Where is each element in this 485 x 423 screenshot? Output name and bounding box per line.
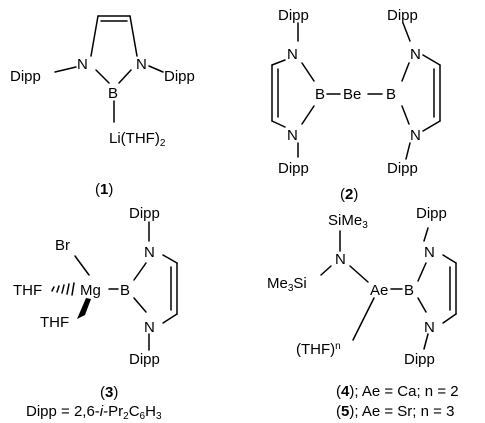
compound-2: Dipp Dipp N N N N B B Be Dipp Dipp (2) — [271, 7, 441, 203]
compound-label-2: (2) — [340, 186, 358, 203]
bond — [401, 62, 410, 82]
bond — [54, 66, 77, 73]
bond — [95, 69, 110, 84]
dipp-bottom-left: Dipp — [278, 160, 309, 177]
atom-n-bottom-left: N — [287, 127, 298, 144]
thf-ligand: (THF)n — [296, 341, 341, 358]
bond — [133, 262, 147, 281]
bond — [118, 69, 132, 84]
bond — [401, 105, 410, 125]
atom-n-top: N — [424, 244, 435, 261]
atom-n-top: N — [144, 244, 155, 261]
bond — [56, 285, 60, 293]
bond — [402, 22, 411, 42]
bond — [352, 297, 375, 341]
trimethylsilyl-left: Me3Si — [267, 275, 307, 294]
thf-ligand-upper: THF — [13, 282, 42, 299]
bond — [405, 142, 411, 160]
compound-label-3: (3) — [100, 384, 118, 401]
dipp-definition: Dipp = 2,6-i-Pr2C6H3 — [26, 403, 162, 422]
bond — [320, 265, 332, 276]
bond — [133, 297, 147, 313]
bond — [162, 254, 178, 264]
bond — [417, 297, 427, 313]
dipp-top-left: Dipp — [278, 7, 309, 24]
bond — [71, 282, 75, 296]
bond — [148, 65, 164, 73]
bond — [271, 120, 286, 128]
bond — [162, 313, 178, 324]
dipp-bottom: Dipp — [129, 351, 160, 368]
atom-ae: Ae — [370, 282, 388, 299]
atom-boron: B — [120, 282, 130, 299]
atom-b-right: B — [386, 86, 396, 103]
compound-label-4: (4); Ae = Ca; n = 2 — [336, 383, 459, 400]
bond — [74, 255, 90, 276]
atom-b-left: B — [315, 86, 325, 103]
dipp-right: Dipp — [164, 68, 195, 85]
bond — [423, 333, 429, 350]
dipp-bottom: Dipp — [404, 351, 435, 368]
thf-ligand-lower: THF — [40, 314, 69, 331]
bond — [301, 62, 315, 82]
atom-n-amide: N — [335, 251, 346, 268]
bond — [442, 313, 457, 324]
atom-n-bottom-right: N — [410, 127, 421, 144]
atom-n-bottom: N — [424, 319, 435, 336]
bond — [51, 286, 55, 292]
atom-n-top-left: N — [287, 46, 298, 63]
atom-boron: B — [108, 85, 118, 102]
bond — [417, 262, 427, 282]
bond — [271, 59, 286, 66]
compound-label-1: (1) — [95, 181, 113, 198]
bond — [301, 105, 315, 125]
atom-n-left: N — [77, 56, 88, 73]
compound-4-5: SiMe3 Me3Si N Ae B (THF)n N N Dipp Dipp … — [267, 205, 459, 420]
bond — [349, 265, 369, 283]
atom-boron: B — [404, 282, 414, 299]
bond — [129, 15, 138, 57]
atom-lithium-thf: Li(THF)2 — [109, 130, 166, 149]
dipp-top: Dipp — [416, 205, 447, 222]
trimethylsilyl-top: SiMe3 — [328, 212, 368, 231]
dipp-bottom-right: Dipp — [387, 160, 418, 177]
bond — [422, 120, 441, 132]
bond — [66, 283, 70, 295]
bond — [61, 284, 65, 294]
dipp-top: Dipp — [129, 205, 160, 222]
dipp-left: Dipp — [10, 68, 41, 85]
bond — [90, 15, 99, 57]
dipp-top-right: Dipp — [387, 7, 418, 24]
atom-n-bottom: N — [144, 319, 155, 336]
bond — [422, 54, 441, 66]
compound-1: N N B Dipp Dipp Li(THF)2 (1) — [10, 15, 195, 198]
compound-3: Br THF THF Mg B N N Dipp Dipp (3) Dipp =… — [13, 205, 178, 422]
atom-n-right: N — [136, 56, 147, 73]
compound-label-5: (5); Ae = Sr; n = 3 — [336, 403, 454, 420]
atom-bromine: Br — [55, 237, 70, 254]
wedge-bond — [77, 298, 91, 319]
bond — [423, 227, 429, 242]
bond — [442, 254, 457, 264]
atom-beryllium: Be — [343, 86, 361, 103]
atom-magnesium: Mg — [80, 282, 101, 299]
atom-n-top-right: N — [410, 46, 421, 63]
